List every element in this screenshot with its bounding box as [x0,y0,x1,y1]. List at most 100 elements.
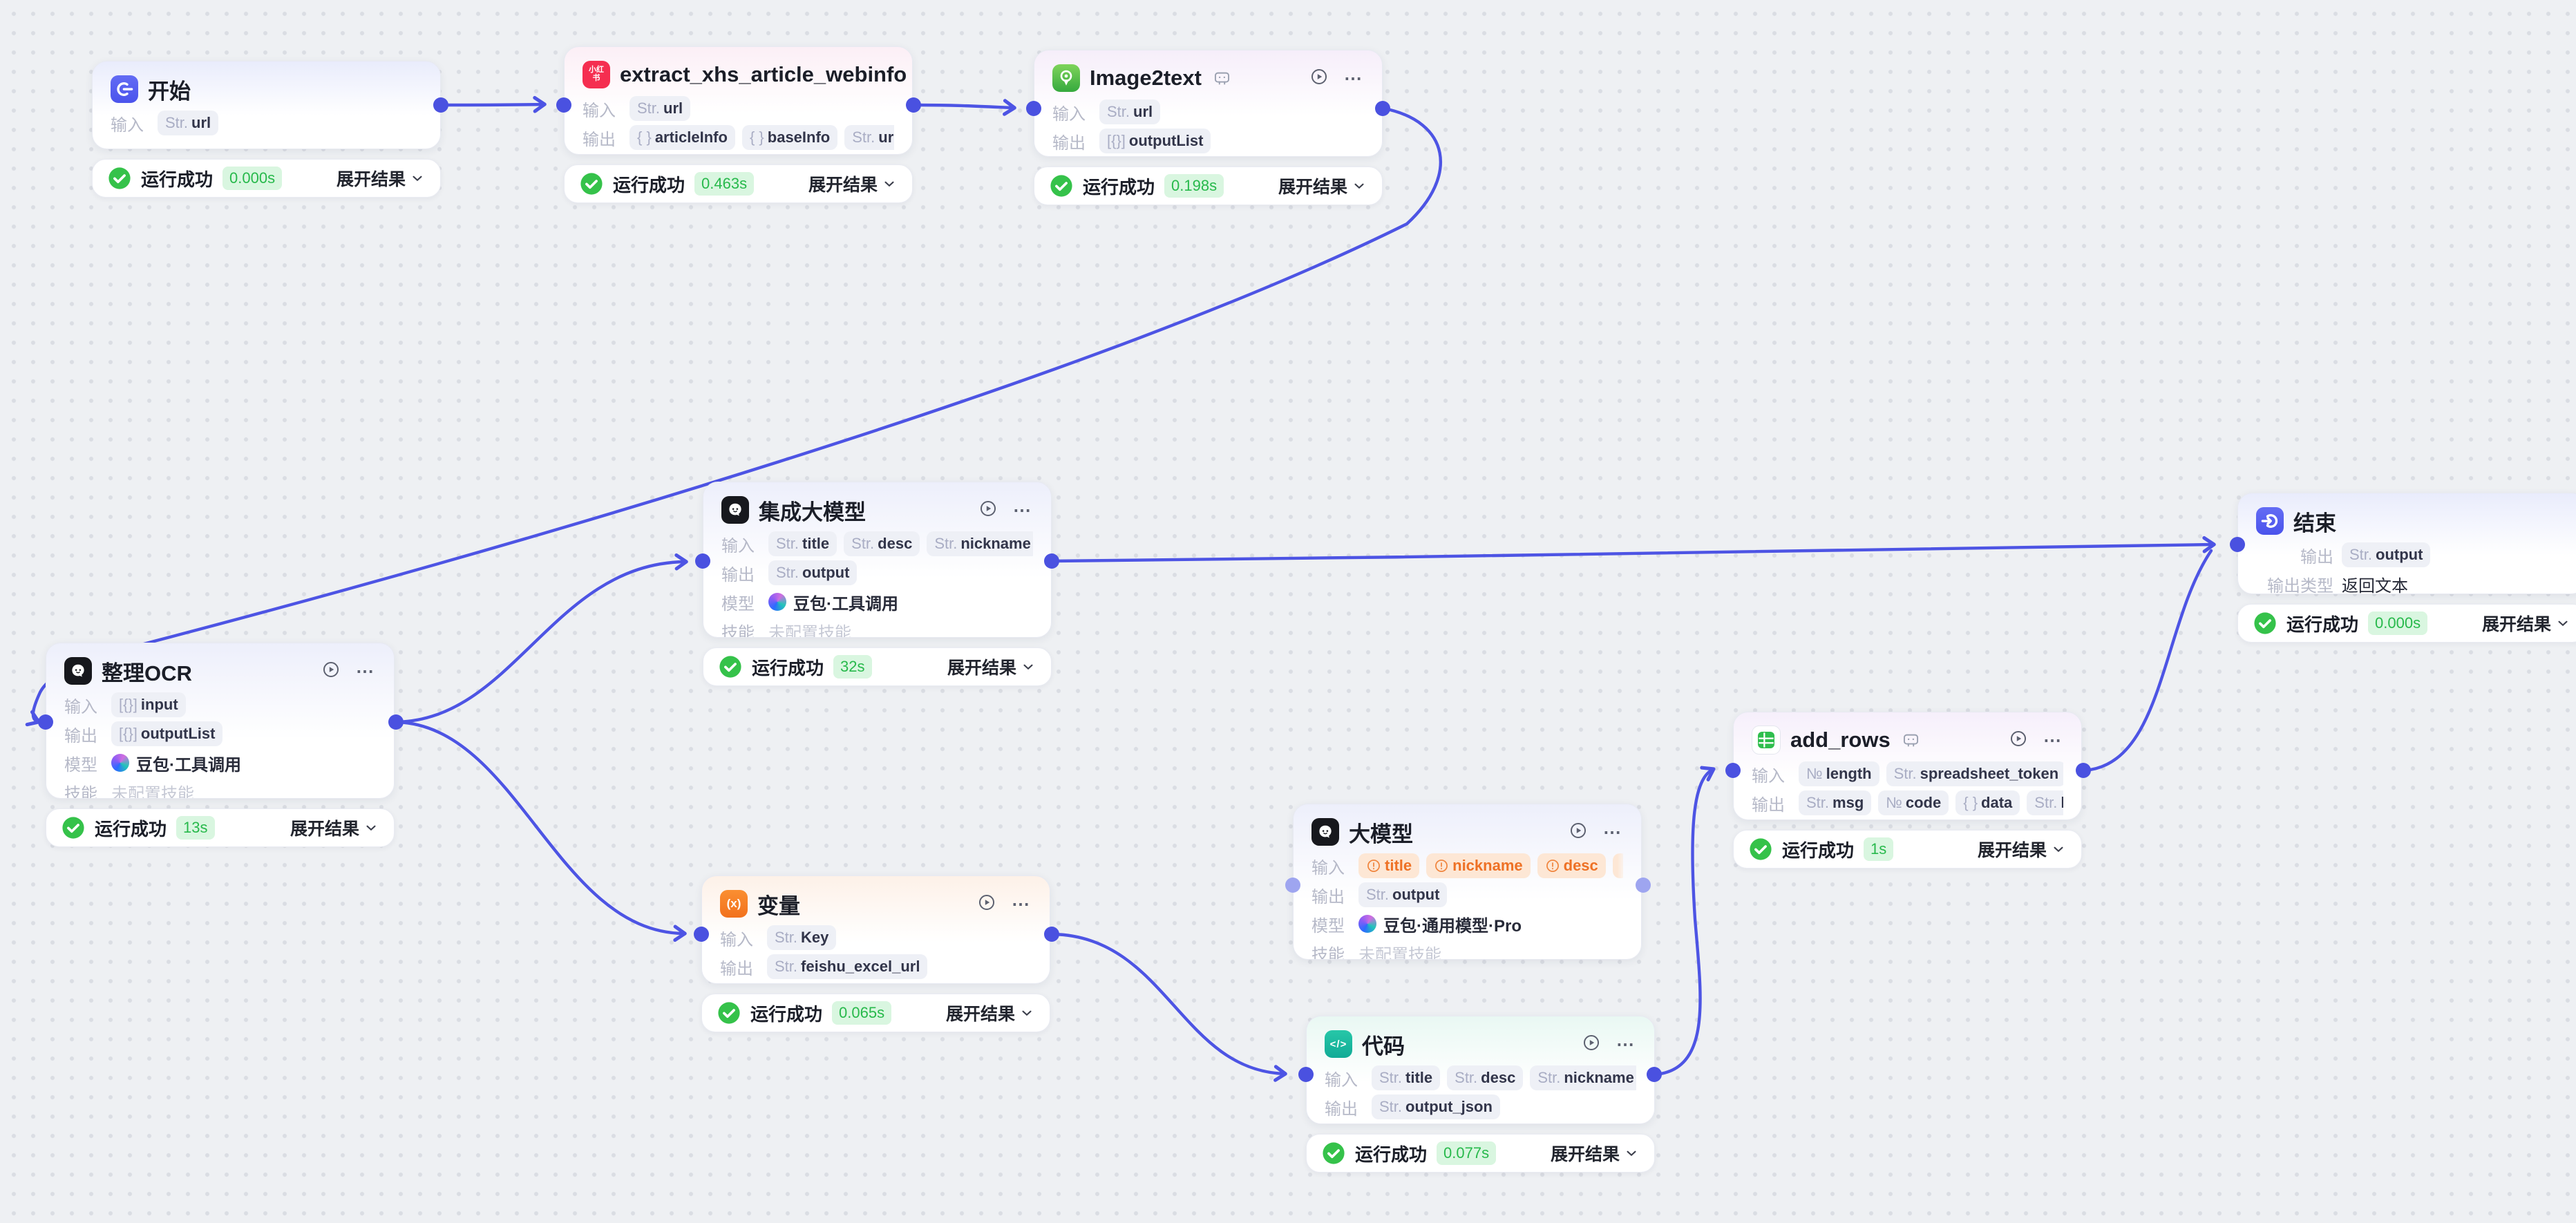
node-card-llm_big[interactable]: 大模型 ⋯ 输入titlenicknamedescvideoUr⋯输出Str.o… [1293,804,1642,960]
port-llm_big-right[interactable] [1636,878,1651,893]
chevron-down-icon [1627,1150,1636,1157]
skill-empty-text: 未配置技能 [111,784,194,799]
success-check-icon [1323,1142,1345,1164]
success-check-icon [580,173,603,195]
code-brackets-glyph: </> [1329,1038,1347,1050]
node-card-extract_xhs_article_webinfo[interactable]: 小红书 extract_xhs_article_webinfo ⋯ 输入Str.… [564,46,913,155]
expand-result-button[interactable]: 展开结果 [808,171,897,196]
expand-result-button[interactable]: 展开结果 [2482,611,2570,636]
expand-result-button[interactable]: 展开结果 [337,166,425,191]
expand-result-button[interactable]: 展开结果 [1978,837,2066,862]
node-llm_integrated[interactable]: 集成大模型 ⋯ 输入Str.titleStr.descStr.nickname[… [703,482,1052,686]
expand-result-button[interactable]: 展开结果 [1551,1141,1639,1166]
run-node-button[interactable] [978,499,998,522]
run-node-button[interactable] [1569,821,1588,844]
run-node-button[interactable] [977,893,996,916]
doubao-model-icon [1358,915,1376,933]
port-extract_xhs_article_webinfo-right[interactable] [906,97,921,113]
port-variable-right[interactable] [1044,927,1059,942]
status-duration-badge: 0.000s [222,167,283,190]
run-node-button[interactable] [1309,67,1329,90]
port-add_rows-left[interactable] [1725,763,1741,778]
port-ocr-right[interactable] [388,714,404,730]
node-llm_big[interactable]: 大模型 ⋯ 输入titlenicknamedescvideoUr⋯输出Str.o… [1293,804,1642,960]
node-menu-button[interactable]: ⋯ [2043,730,2062,750]
port-start-right[interactable] [433,97,448,113]
node-extract_xhs_article_webinfo[interactable]: 小红书 extract_xhs_article_webinfo ⋯ 输入Str.… [564,46,913,203]
param-chip: Str.log_id [2027,790,2063,815]
chevron-down-icon [1023,664,1033,670]
node-menu-button[interactable]: ⋯ [1013,500,1032,520]
node-menu-button[interactable]: ⋯ [1603,822,1622,842]
node-menu-button[interactable]: ⋯ [356,661,375,681]
node-menu-button[interactable]: ⋯ [1616,1034,1635,1054]
param-chip: videoUr [1612,853,1623,878]
port-variable-left[interactable] [694,927,709,942]
success-check-icon [108,167,131,189]
node-status-bar: 运行成功 0.463s 展开结果 [564,164,913,203]
node-status-bar: 运行成功 0.065s 展开结果 [701,994,1050,1032]
node-row: 输出[{}]outputList [1052,129,1364,153]
port-llm_integrated-left[interactable] [695,553,710,569]
param-type: { } [1963,794,1978,811]
row-label: 输出 [1325,1099,1358,1119]
expand-result-button[interactable]: 展开结果 [946,1001,1034,1025]
param-chip: Str.msg [1799,790,1872,815]
node-row: 输入Str.titleStr.descStr.nickname[{}]ocrLi… [721,531,1033,556]
node-menu-button[interactable]: ⋯ [1012,893,1030,914]
run-node-button[interactable] [321,660,341,683]
edge-variable-to-code [1051,932,1287,1082]
run-node-button[interactable] [2009,729,2028,752]
run-node-icon [1583,1034,1600,1050]
node-title: Image2text [1090,66,1202,90]
param-name: outputList [1128,132,1204,149]
status-success-label: 运行成功 [141,169,214,190]
param-name: input [140,696,178,713]
port-llm_integrated-right[interactable] [1044,553,1059,569]
param-type: Str. [775,929,798,946]
port-image2text-left[interactable] [1026,101,1041,116]
run-node-button[interactable] [1582,1033,1601,1056]
expand-result-button[interactable]: 展开结果 [290,815,379,840]
expand-result-button[interactable]: 展开结果 [947,654,1036,679]
port-code-right[interactable] [1647,1067,1662,1082]
row-label: 输出 [64,726,97,746]
param-name: baseInfo [767,129,831,146]
port-add_rows-right[interactable] [2076,763,2091,778]
node-card-llm_integrated[interactable]: 集成大模型 ⋯ 输入Str.titleStr.descStr.nickname[… [703,482,1052,638]
port-image2text-right[interactable] [1375,101,1390,116]
edge-ocr-to-variable [395,720,687,942]
port-ocr-left[interactable] [38,714,53,730]
status-duration-badge: 32s [833,655,872,679]
param-type: [{}] [119,725,138,742]
param-name: title [802,535,830,552]
node-menu-button[interactable]: ⋯ [1344,68,1363,88]
expand-result-button[interactable]: 展开结果 [1278,173,1367,198]
row-label: 输入 [1052,104,1086,124]
param-name: msg [1832,794,1864,811]
node-row: 技能未配置技能 [1311,941,1623,960]
port-end-left[interactable] [2230,537,2245,552]
model-value: 豆包·通用模型·Pro [1358,912,1522,936]
port-llm_big-left[interactable] [1285,878,1300,893]
row-label: 输出 [1311,887,1345,907]
port-extract_xhs_article_webinfo-left[interactable] [556,97,571,113]
port-code-left[interactable] [1298,1067,1314,1082]
